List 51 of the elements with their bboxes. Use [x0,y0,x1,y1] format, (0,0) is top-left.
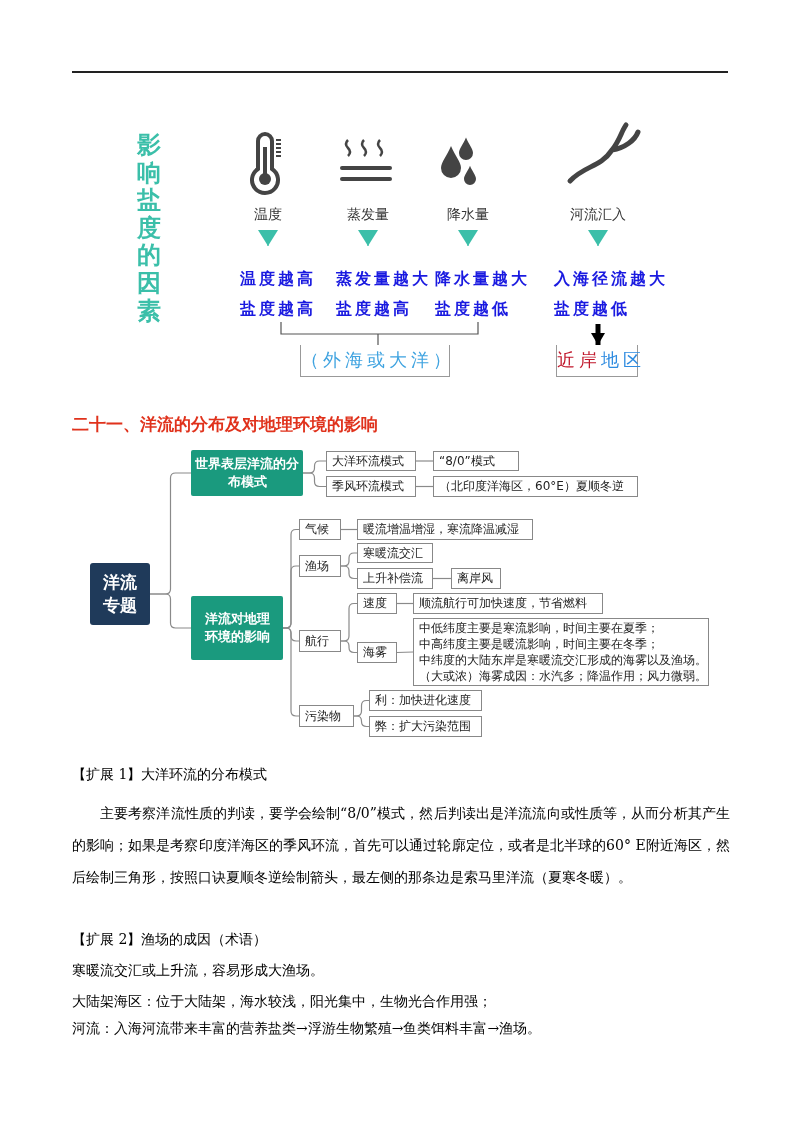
paragraph: 主要考察洋流性质的判读，要学会绘制“8/0”模式，然后判读出是洋流流向或性质等，从而分析其产生的影响；如果是考察印度洋海区的季风环流，首先可以通过轮廓定位，或者是北半球的60° E附近海区，然后绘制三角形，按照口诀夏顺冬逆绘制箭头，最左侧的那条边是索马里洋流（夏寒冬暖）。 [72,804,730,887]
effect-text: 降水量越大 盐度越低 [435,246,535,324]
arrow [258,229,278,247]
connector-line [149,593,192,629]
item-box: （北印度洋海区，60°E）夏顺冬逆 [433,476,638,497]
note-box: 中低纬度主要是寒流影响，时间主要在夏季； 中高纬度主要是暖流影响，时间主要在冬季； 中纬度的大陆东岸是寒暖流交汇形成的海雾以及渔场。 （大或浓）海雾成因：水汽多；降温作用；风力微弱。 [413,618,709,686]
branch-box: 世界表层洋流的分布模式 [191,450,303,496]
item-box: 海雾 [357,642,397,663]
paragraph: 河流：入海河流带来丰富的营养盐类→浮游生物繁殖→鱼类饵料丰富→渔场。 [72,1020,543,1038]
connector-line [340,565,358,580]
note-heading: 【扩展 2】渔场的成因（术语） [72,931,269,949]
connector-line [396,651,414,654]
item-box: “8/0”模式 [433,451,519,471]
arrow [358,229,378,247]
paragraph: 寒暖流交汇或上升流，容易形成大渔场。 [72,962,325,980]
item-box: 利：加快进化速度 [369,690,482,711]
effect-text: 入海径流越大 盐度越低 [554,246,666,324]
arrow [588,229,608,247]
note-heading: 【扩展 1】大洋环流的分布模式 [72,766,269,784]
item-box: 气候 [299,519,341,540]
item-box: 大洋环流模式 [326,451,416,471]
item-box: 污染物 [299,705,354,727]
factor-label: 蒸发量 [338,203,398,230]
item-box: 顺流航行可加快速度，节省燃料 [413,593,603,614]
item-box: 季风环流模式 [326,476,416,497]
item-box: 航行 [299,630,341,652]
effect-text: 温度越高 盐度越高 [240,246,330,324]
arrow [591,324,605,345]
connector-line [282,627,300,717]
factor-label: 温度 [243,203,293,230]
effect-text: 蒸发量越大 盐度越高 [336,246,436,324]
region-box: （外海或大洋） [300,345,450,377]
section-heading: 二十一、洋流的分布及对地理环境的影响 [72,413,379,436]
connector-line [340,640,358,654]
connector-line [353,715,370,728]
item-box: 速度 [357,593,397,614]
item-box: 渔场 [299,555,341,577]
connector-line [415,460,434,462]
connector-line [302,472,327,488]
factor-label: 降水量 [438,203,498,230]
topic-box: 洋流专题 [90,563,150,625]
paragraph: 大陆架海区：位于大陆架，海水较浅，阳光集中，生物光合作用强； [72,993,493,1011]
item-box: 上升补偿流 [357,568,433,589]
item-box: 离岸风 [451,568,501,589]
factor-label: 河流汇入 [562,203,634,230]
item-box: 暖流增温增湿，寒流降温减湿 [357,519,533,540]
item-box: 寒暖流交汇 [357,543,433,563]
vertical-title: 影响盐度的因素 [137,132,161,326]
branch-box: 洋流对地理环境的影响 [191,596,283,660]
item-box: 弊：扩大污染范围 [369,716,482,737]
arrow [458,229,478,247]
